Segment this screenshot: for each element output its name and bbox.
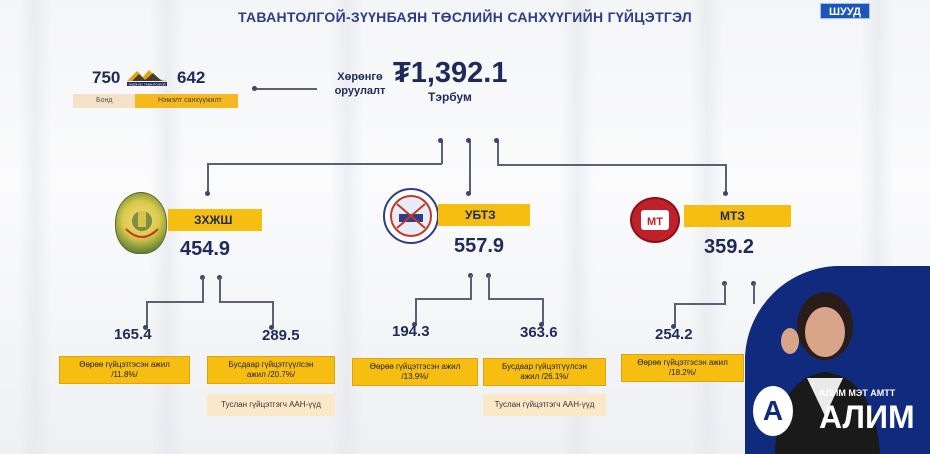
branch-label-line: Өөрөө гүйцэтгэсэн ажил <box>79 360 170 369</box>
branch-label-line: Өөрөө гүйцэтгэсэн ажил <box>369 362 461 371</box>
branch-value: 289.5 <box>262 327 300 344</box>
branch-label-line: Бусдаар гүйцэтгүүлсэн <box>228 360 314 369</box>
sign-language-presenter: АЛИМ МЭТ АМТТ А АЛИМ <box>745 266 930 454</box>
branch-label-box: Өөрөө гүйцэтгэсэн ажил /13.9%/ <box>352 358 478 386</box>
branch-value: 194.3 <box>392 323 430 340</box>
connector-line <box>725 164 727 194</box>
branch-label-box: Бусдаар гүйцэтгүүлсэн ажил /20.7%/ <box>207 356 335 384</box>
investment-label-line2: оруулалт <box>334 85 386 97</box>
connector-line <box>255 88 317 90</box>
company-value-ubtz: 557.9 <box>454 235 505 257</box>
company-value-zkhzhsh: 454.9 <box>180 238 231 260</box>
connector-dot <box>252 86 257 91</box>
background-column <box>690 0 724 454</box>
connector-line <box>470 275 472 299</box>
branch-label-line: ажил /26.1%/ <box>520 372 569 381</box>
erdenes-tavantolgoi-logo: ЭРДЭНЭС ТАВАНТОЛГОЙ <box>126 68 168 90</box>
branch-value: 165.4 <box>114 326 152 343</box>
connector-dot <box>466 191 471 196</box>
investment-unit: Тэрбум <box>428 90 472 104</box>
connector-dot <box>466 138 471 143</box>
branch-label-box: Өөрөө гүйцэтгэсэн ажил /11.8%/ <box>59 356 190 384</box>
connector-line <box>146 301 148 328</box>
company-name-zkhzhsh: ЗХЖШ <box>168 209 262 231</box>
branch-note: Туслан гүйцэтгэгч ААН-үүд <box>207 394 335 416</box>
branch-label-line: /18.2%/ <box>668 368 697 377</box>
page-title: ТАВАНТОЛГОЙ-ЗҮҮНБАЯН ТӨСЛИЙН САНХҮҮГИЙН … <box>237 9 693 25</box>
bond-label: Бонд <box>73 94 135 108</box>
connector-line <box>219 277 221 302</box>
branch-note: Туслан гүйцэтгэгч ААН-үүд <box>483 394 606 416</box>
share-label: Нэмэлт санхүүжилт <box>135 94 238 108</box>
connector-dot <box>269 325 274 330</box>
connector-line <box>207 163 442 165</box>
connector-line <box>441 140 443 164</box>
connector-line <box>753 283 755 304</box>
branch-label-line: /11.8%/ <box>111 370 138 379</box>
connector-line <box>542 298 544 324</box>
mtz-emblem-icon: МТ <box>630 197 680 243</box>
connector-dot <box>143 325 148 330</box>
branch-value: 254.2 <box>655 326 693 343</box>
connector-line <box>724 283 726 304</box>
company-name-ubtz: УБТЗ <box>438 204 530 226</box>
branch-label-line: ажил /20.7%/ <box>246 370 296 379</box>
company-name-mtz: МТЗ <box>684 205 791 227</box>
connector-line <box>497 164 725 166</box>
share-value: 642 <box>177 68 206 87</box>
connector-line <box>488 298 543 300</box>
connector-dot <box>539 322 544 327</box>
watermark-caption: АЛИМ МЭТ АМТТ <box>819 388 896 398</box>
connector-line <box>415 298 417 324</box>
branch-label-line: Өөрөө гүйцэтгэсэн ажил <box>637 358 728 367</box>
connector-line <box>207 163 209 193</box>
background-column <box>18 0 52 454</box>
connector-line <box>674 303 676 327</box>
branch-label-line: /13.9%/ <box>401 372 429 381</box>
connector-line <box>146 301 204 303</box>
connector-dot <box>494 138 499 143</box>
connector-line <box>219 301 273 303</box>
branch-label-box: Бусдаар гүйцэтгүүлсэн ажил /26.1%/ <box>483 358 606 386</box>
zkhzhsh-emblem-icon <box>115 192 167 254</box>
bond-value: 750 <box>92 68 121 87</box>
connector-dot <box>723 191 728 196</box>
branch-value: 363.6 <box>520 324 558 341</box>
connector-line <box>674 303 726 305</box>
ubtz-emblem-icon <box>383 188 439 244</box>
connector-line <box>415 298 472 300</box>
live-badge: ШУУД <box>820 3 870 19</box>
connector-line <box>469 140 471 194</box>
connector-dot <box>671 324 676 329</box>
watermark-brand: АЛИМ <box>819 399 915 435</box>
mtz-logo-lettering: МТ <box>647 216 663 228</box>
connector-line <box>202 277 204 302</box>
connector-dot <box>412 322 417 327</box>
investment-label: Хөрөнгө оруулалт <box>333 70 387 98</box>
branch-label-line: Бусдаар гүйцэтгүүлсэн <box>502 362 587 371</box>
connector-dot <box>438 138 443 143</box>
logo-lettering: ЭРДЭНЭС ТАВАНТОЛГОЙ <box>128 82 165 86</box>
connector-line <box>272 301 274 328</box>
investment-total: ₮1,392.1 <box>393 57 508 89</box>
branch-label-box: Өөрөө гүйцэтгэсэн ажил /18.2%/ <box>621 354 744 382</box>
company-value-mtz: 359.2 <box>704 236 755 258</box>
connector-dot <box>205 191 210 196</box>
connector-line <box>488 275 490 299</box>
alim-logo-icon: А <box>753 386 793 436</box>
connector-line <box>497 140 499 165</box>
investment-label-line1: Хөрөнгө <box>337 71 383 83</box>
